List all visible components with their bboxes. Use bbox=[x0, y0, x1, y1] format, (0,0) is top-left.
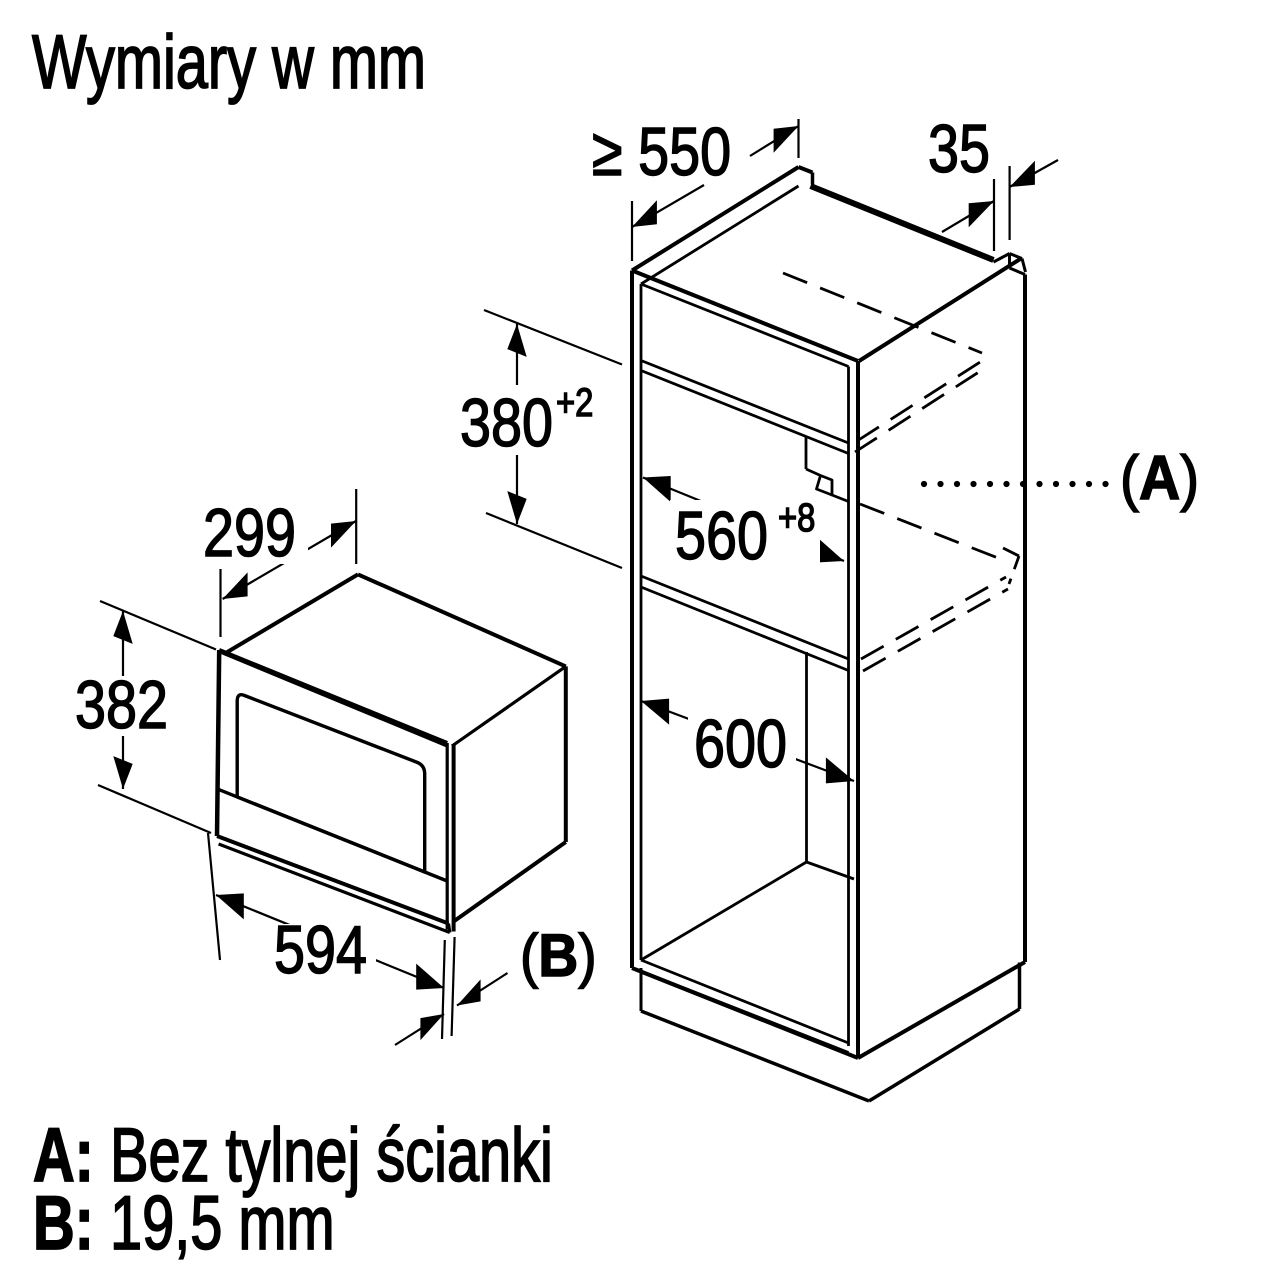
svg-text:600: 600 bbox=[694, 707, 787, 782]
svg-text:B: 19,5 mm: B: 19,5 mm bbox=[33, 1181, 335, 1265]
svg-text:(A): (A) bbox=[1120, 443, 1199, 513]
svg-text:594: 594 bbox=[274, 913, 367, 988]
svg-text:560: 560 bbox=[675, 499, 768, 574]
svg-text:35: 35 bbox=[928, 112, 990, 187]
svg-text:A: Bez tylnej ścianki: A: Bez tylnej ścianki bbox=[33, 1113, 553, 1197]
svg-text:382: 382 bbox=[75, 668, 168, 743]
svg-text:≥ 550: ≥ 550 bbox=[592, 115, 731, 190]
svg-text:380: 380 bbox=[460, 386, 553, 461]
svg-text:Wymiary w mm: Wymiary w mm bbox=[32, 20, 426, 104]
svg-text:+2: +2 bbox=[556, 380, 593, 425]
svg-text:299: 299 bbox=[203, 496, 296, 571]
svg-text:(B): (B) bbox=[520, 923, 597, 990]
svg-text:+8: +8 bbox=[778, 495, 815, 540]
